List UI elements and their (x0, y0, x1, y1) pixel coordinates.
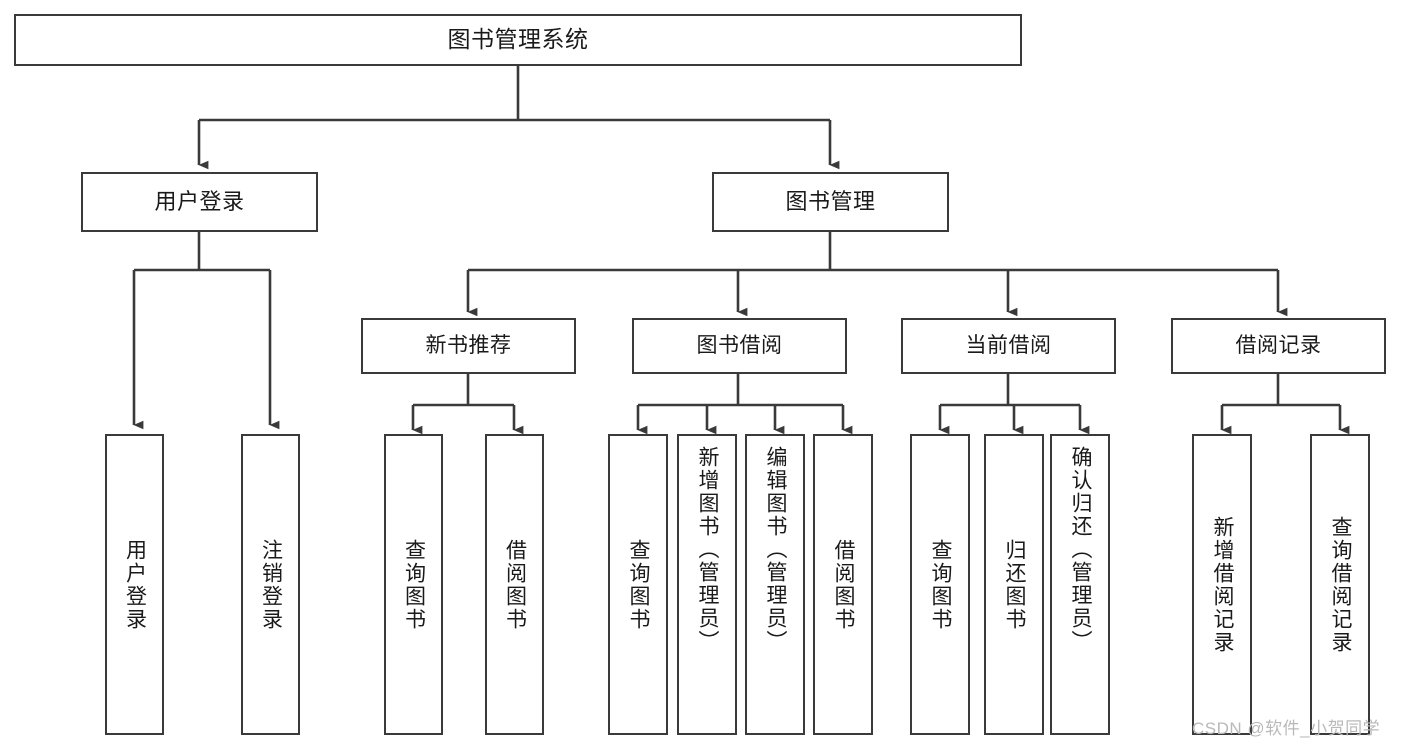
node-root-label: 图书管理系统 (447, 26, 589, 53)
leaf-borrow-record-add-label: 新增借阅记录 (1211, 515, 1235, 654)
leaf-current-borrow-confirm-label: 确认归还（管理员） (1069, 446, 1093, 653)
leaf-borrow-record-add[interactable]: 新增借阅记录 (1192, 434, 1252, 735)
node-book-borrow-label: 图书借阅 (696, 333, 783, 357)
leaf-book-borrow-edit[interactable]: 编辑图书（管理员） (745, 434, 805, 735)
leaf-new-book-query[interactable]: 查询图书 (384, 434, 443, 735)
leaf-book-borrow-query-label: 查询图书 (627, 538, 651, 631)
node-borrow-record[interactable]: 借阅记录 (1171, 318, 1386, 374)
leaf-book-borrow-query[interactable]: 查询图书 (608, 434, 668, 735)
node-user-login[interactable]: 用户登录 (81, 172, 318, 232)
leaf-new-book-borrow-label: 借阅图书 (503, 538, 527, 631)
leaf-book-borrow-add-label: 新增图书（管理员） (696, 446, 720, 653)
node-user-login-label: 用户登录 (154, 189, 245, 215)
leaf-current-borrow-query-label: 查询图书 (929, 538, 953, 631)
leaf-book-borrow-borrow[interactable]: 借阅图书 (813, 434, 873, 735)
leaf-current-borrow-return[interactable]: 归还图书 (984, 434, 1044, 735)
node-current-borrow[interactable]: 当前借阅 (901, 318, 1116, 374)
leaf-book-borrow-edit-label: 编辑图书（管理员） (764, 446, 788, 653)
leaf-book-borrow-add[interactable]: 新增图书（管理员） (677, 434, 737, 735)
leaf-user-login-logout-label: 注销登录 (259, 538, 283, 631)
node-book-management[interactable]: 图书管理 (712, 172, 949, 232)
node-book-borrow[interactable]: 图书借阅 (632, 318, 847, 374)
leaf-current-borrow-confirm[interactable]: 确认归还（管理员） (1050, 434, 1110, 735)
node-new-book-recommend-label: 新书推荐 (425, 333, 512, 357)
node-new-book-recommend[interactable]: 新书推荐 (361, 318, 576, 374)
node-root[interactable]: 图书管理系统 (14, 14, 1022, 66)
leaf-current-borrow-query[interactable]: 查询图书 (910, 434, 970, 735)
leaf-new-book-borrow[interactable]: 借阅图书 (485, 434, 544, 735)
node-book-management-label: 图书管理 (785, 189, 876, 215)
node-borrow-record-label: 借阅记录 (1235, 333, 1322, 357)
leaf-current-borrow-return-label: 归还图书 (1003, 538, 1027, 631)
leaf-borrow-record-query[interactable]: 查询借阅记录 (1310, 434, 1370, 735)
leaf-borrow-record-query-label: 查询借阅记录 (1329, 515, 1353, 654)
leaf-user-login-login-label: 用户登录 (123, 538, 147, 631)
node-current-borrow-label: 当前借阅 (965, 333, 1052, 357)
leaf-user-login-login[interactable]: 用户登录 (105, 434, 164, 735)
leaf-book-borrow-borrow-label: 借阅图书 (832, 538, 856, 631)
leaf-user-login-logout[interactable]: 注销登录 (241, 434, 300, 735)
leaf-new-book-query-label: 查询图书 (402, 538, 426, 631)
watermark-text: CSDN @软件_小贺同学 (1192, 719, 1381, 738)
